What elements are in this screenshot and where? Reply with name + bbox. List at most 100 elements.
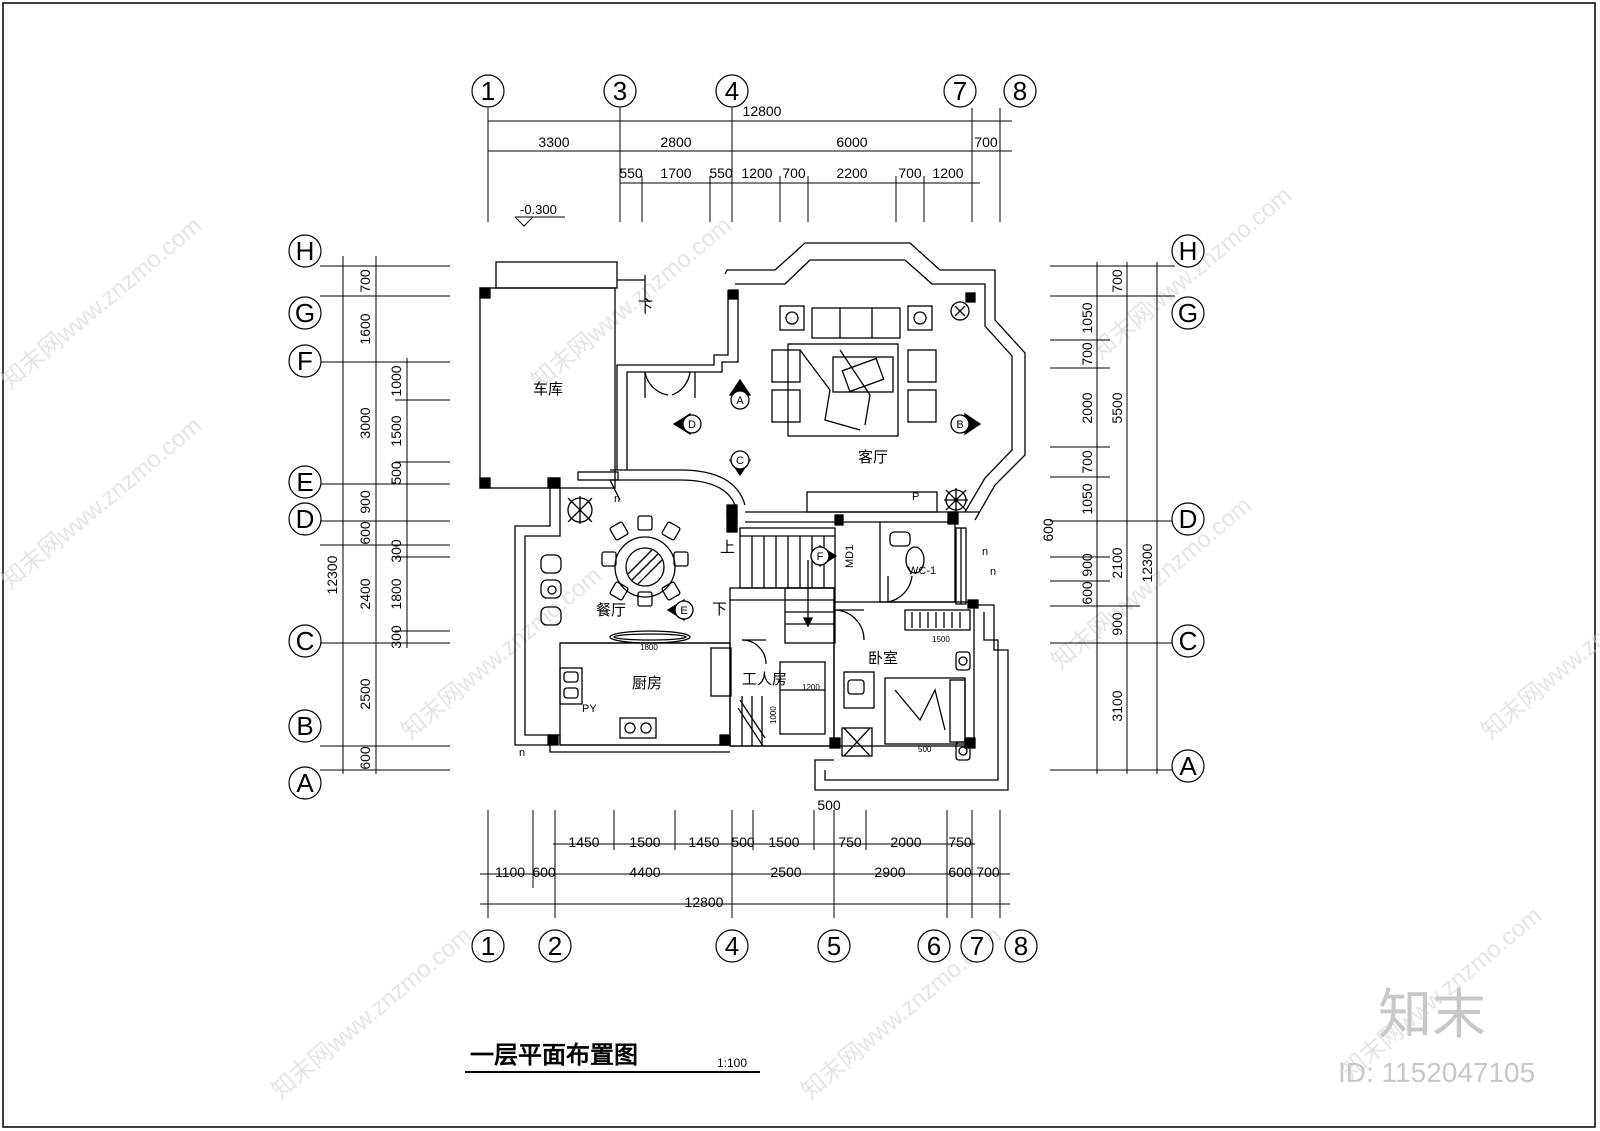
bottom-dim: 2900 [874, 864, 905, 880]
axis-label: A [296, 768, 314, 798]
n-label: n [614, 493, 620, 505]
coffee-table [832, 356, 894, 393]
window-wc-label: WC-1 [908, 565, 936, 577]
stair-up-label: 上 [720, 539, 735, 556]
watermark-text: 知末网www.znzmo.com [267, 922, 477, 1105]
top-axis-bubbles: 1 3 4 7 8 [471, 74, 1037, 108]
left-axis-bubbles: H G F E D C B A [288, 234, 322, 800]
left-dim: 900 [357, 490, 373, 514]
top-total-dim: 12800 [743, 103, 782, 119]
view-label-f: F [817, 551, 824, 563]
n-label: n [982, 546, 988, 558]
axis-label: F [297, 346, 313, 376]
bottom-dim: 4400 [629, 864, 660, 880]
left-dim: 3000 [357, 407, 373, 438]
right-axis-bubbles: H G D C A [1171, 234, 1205, 783]
view-label-e: E [680, 605, 687, 617]
axis-label: 3 [613, 76, 627, 106]
bottom-dim: 1500 [629, 834, 660, 850]
wc-walls [879, 521, 956, 603]
top-dim: 2800 [660, 134, 691, 150]
axis-label: 2 [548, 931, 562, 961]
p-label: P [912, 491, 919, 503]
kitchen-walls [559, 642, 731, 746]
top-dim: 2200 [836, 165, 867, 181]
axis-label: 4 [725, 76, 739, 106]
axis-label: A [1179, 751, 1197, 781]
garage-down-label: 下 [638, 299, 653, 316]
wardrobe [904, 609, 971, 631]
top-dim: 550 [619, 165, 643, 181]
axis-label: G [1178, 298, 1198, 328]
bedroom-walls [833, 601, 975, 747]
bottom-dim: 700 [976, 864, 1000, 880]
top-dimensions [487, 108, 1012, 222]
counter-dim: 1800 [640, 643, 658, 652]
drawing-title: 一层平面布置图 [470, 1041, 638, 1069]
room-label-bedroom: 卧室 [868, 650, 898, 667]
right-dimensions [1050, 262, 1175, 774]
room-label-garage: 车库 [533, 381, 563, 398]
axis-label: H [296, 236, 315, 266]
bottom-total-dim: 12800 [685, 894, 724, 910]
watermark-brand: 知末 [1378, 985, 1486, 1045]
view-marker-d [672, 412, 702, 436]
bed-dim: 1200 [802, 683, 820, 692]
top-dim: 3300 [538, 134, 569, 150]
axis-label: D [296, 504, 315, 534]
building-plan [479, 242, 1026, 791]
servant-dim: 1000 [769, 706, 778, 724]
right-total-dim: 12300 [1139, 543, 1155, 582]
view-label-b: B [956, 419, 963, 431]
axis-label: 4 [725, 931, 739, 961]
left-dim: 1800 [388, 578, 404, 609]
dining-table [614, 536, 676, 598]
level-mark-text: -0.300 [520, 202, 557, 217]
right-dim: 900 [1079, 553, 1095, 577]
watermark-text: 知末网www.znzmo.com [0, 412, 207, 595]
axis-label: 1 [481, 931, 495, 961]
left-dim: 500 [388, 461, 404, 485]
axis-label: 1 [481, 76, 495, 106]
bottom-dim: 1450 [688, 834, 719, 850]
left-dim: 700 [357, 269, 373, 293]
right-dim: 600 [1079, 581, 1095, 605]
top-dim: 700 [782, 165, 806, 181]
right-dim: 700 [1109, 269, 1125, 293]
bottom-dim: 600 [532, 864, 556, 880]
axis-label: 6 [927, 931, 941, 961]
bottom-dim: 600 [948, 864, 972, 880]
top-dim: 1700 [660, 165, 691, 181]
axis-label: G [295, 298, 315, 328]
bottom-dimensions [480, 810, 1010, 918]
top-dim: 1200 [932, 165, 963, 181]
living-room-walls [724, 242, 1026, 521]
view-marker-c [728, 450, 752, 477]
watermark-text: 知末网www.znzmo.com [1477, 562, 1600, 745]
n-label: n [519, 747, 525, 759]
left-dim: 2400 [357, 578, 373, 609]
bottom-axis-bubbles: 1 2 4 5 6 7 8 [471, 929, 1038, 963]
room-label-living: 客厅 [858, 449, 888, 466]
top-dim: 6000 [836, 134, 867, 150]
left-dimensions [320, 256, 450, 774]
watermark-text: 知末网www.znzmo.com [0, 212, 207, 395]
view-label-a: A [736, 395, 744, 407]
left-dim: 1600 [357, 313, 373, 344]
axis-label: H [1179, 236, 1198, 266]
axis-label: 7 [953, 76, 967, 106]
watermark-text: 知末网www.znzmo.com [527, 212, 737, 395]
py-label: PY [582, 703, 597, 715]
right-dim: 2000 [1079, 392, 1095, 423]
room-label-dining: 餐厅 [596, 602, 626, 619]
bottom-dim: 750 [838, 834, 862, 850]
room-label-servant: 工人房 [742, 671, 787, 688]
level-mark: -0.300 [514, 202, 565, 227]
bottom-dim: 1450 [568, 834, 599, 850]
left-dim: 1000 [388, 365, 404, 396]
n-label: n [990, 566, 996, 578]
axis-label: E [296, 467, 313, 497]
left-total-dim: 12300 [324, 555, 340, 594]
view-label-d: D [688, 419, 696, 431]
